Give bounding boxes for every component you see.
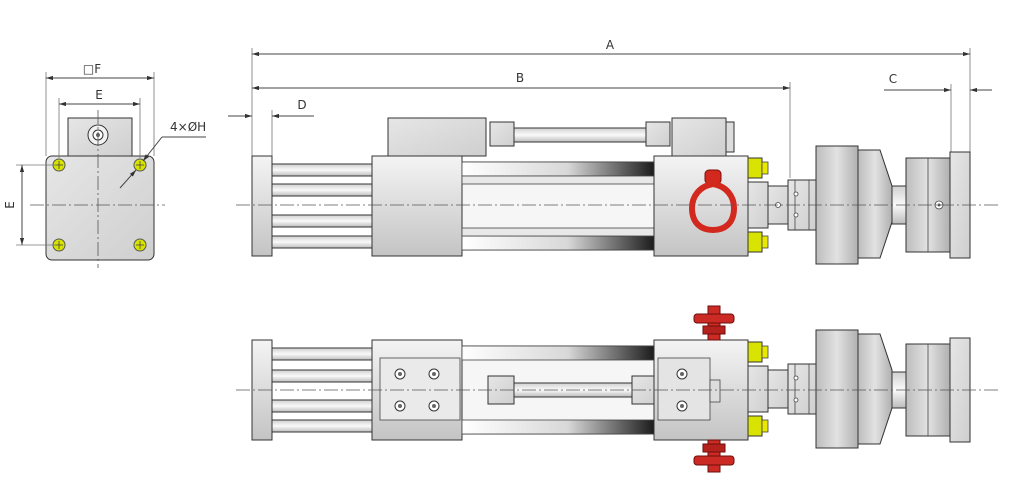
dim-a-label: A [606, 38, 615, 52]
valve-icon [693, 305, 735, 341]
dimensions: A B C D [228, 38, 992, 178]
mounting-hole-icon [394, 368, 440, 412]
dim-f-label: □F [83, 62, 101, 76]
dim-c-label: C [889, 72, 897, 86]
end-view-flange [45, 155, 155, 261]
bottom-view [236, 305, 1000, 473]
end-view: □F E E 4×ØH [3, 62, 206, 268]
bolt-icon [747, 157, 763, 179]
bolt-hole-icon [133, 158, 147, 172]
side-view [236, 117, 1000, 265]
valve-icon [693, 439, 735, 473]
bolt-icon [747, 415, 763, 437]
lifting-ring-icon [688, 169, 738, 234]
dim-e-side-label: E [3, 201, 17, 209]
bolt-icon [747, 341, 763, 363]
dim-e-top-label: E [95, 88, 103, 102]
dim-b-label: B [516, 71, 524, 85]
bolt-hole-icon [52, 158, 66, 172]
bolt-icon [747, 231, 763, 253]
bolt-hole-icon [133, 238, 147, 252]
dim-d-label: D [297, 98, 306, 112]
holes-label: 4×ØH [170, 120, 206, 134]
